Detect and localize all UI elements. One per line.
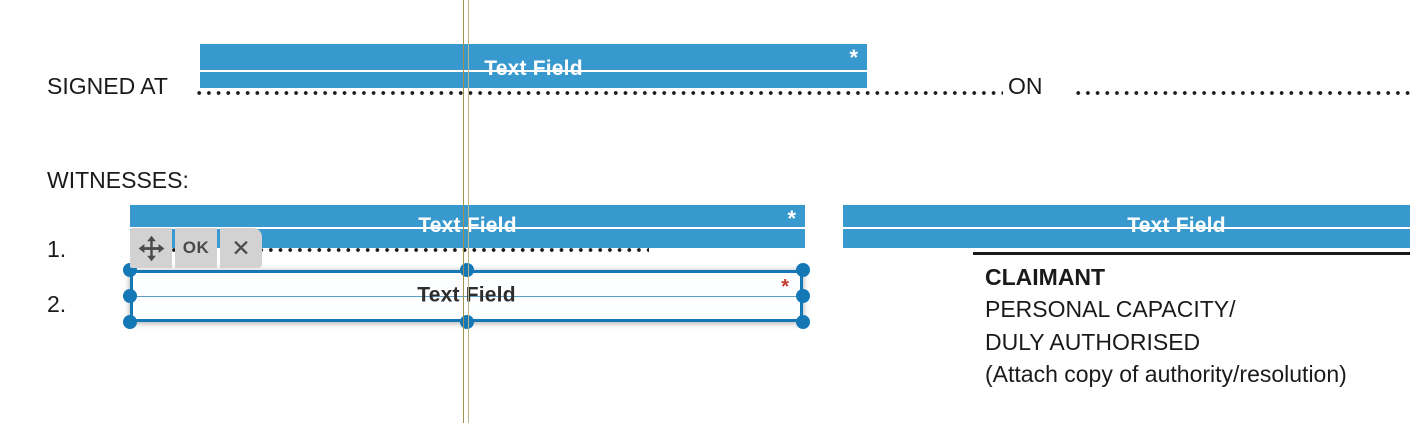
move-button[interactable] (130, 228, 172, 268)
field-strike-line (130, 227, 805, 229)
dotted-line (1076, 90, 1410, 96)
form-field-signed-at[interactable]: Text Field * (200, 44, 867, 88)
dotted-line (197, 90, 1003, 96)
field-label: Text Field (1127, 214, 1226, 238)
form-field-claimant-signature[interactable]: Text Field (843, 205, 1410, 248)
witnesses-heading: WITNESSES: (47, 167, 189, 193)
signed-at-label: SIGNED AT (47, 73, 168, 99)
on-label: ON (1008, 73, 1043, 99)
dotted-line (133, 247, 649, 253)
ok-button[interactable]: OK (175, 228, 217, 268)
signature-rule-line (973, 252, 1410, 255)
field-strike-line (133, 296, 800, 297)
claimant-line: PERSONAL CAPACITY/ (985, 296, 1236, 323)
claimant-line: DULY AUTHORISED (985, 328, 1201, 355)
field-label: Text Field (418, 214, 517, 238)
claimant-text-block: CLAIMANT PERSONAL CAPACITY/ DULY AUTHORI… (985, 261, 1347, 391)
required-asterisk: * (781, 276, 789, 298)
field-edit-toolbar: OK ✕ (130, 228, 262, 268)
form-field-witness-1[interactable]: Text Field * (130, 205, 805, 248)
field-label: Text Field (417, 283, 516, 307)
move-icon (138, 235, 164, 261)
witness-number-2: 2. (47, 291, 67, 317)
claimant-line: CLAIMANT (985, 264, 1106, 290)
field-strike-line (843, 227, 1410, 229)
form-field-witness-2-selected[interactable]: Text Field * (130, 270, 803, 322)
field-label: Text Field (484, 57, 583, 81)
close-button[interactable]: ✕ (220, 228, 262, 268)
required-asterisk: * (849, 45, 858, 70)
field-strike-line (200, 70, 867, 72)
required-asterisk: * (787, 206, 796, 231)
witness-number-1: 1. (47, 236, 67, 262)
claimant-line: (Attach copy of authority/resolution) (985, 361, 1347, 388)
